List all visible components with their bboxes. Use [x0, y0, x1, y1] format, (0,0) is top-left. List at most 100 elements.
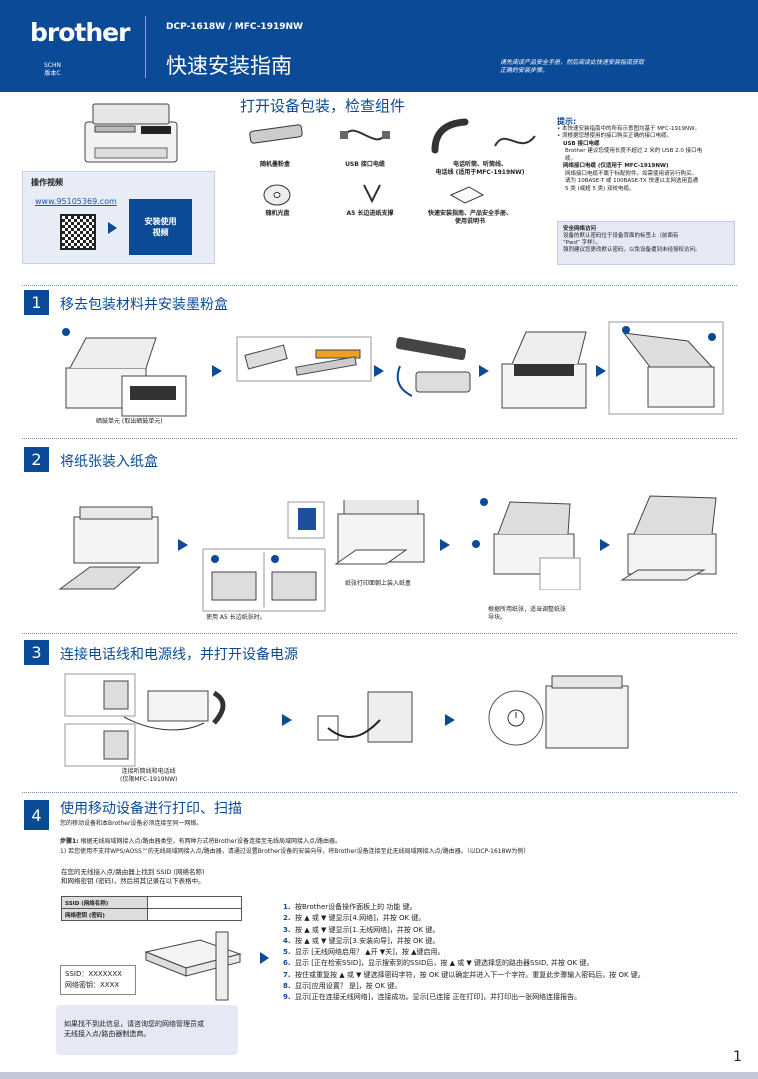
step2-arrow-3 — [600, 539, 610, 551]
step2-caption-a5: 使用 A5 长边纸张时。 — [206, 614, 266, 621]
ssid-table-value-key[interactable] — [147, 908, 242, 921]
step1-number: 1 — [24, 290, 49, 315]
install-video-button-line1: 安装使用 — [144, 217, 177, 226]
tips-net-title: 网络接口电缆 (仅适用于 MFC-1919NW) — [563, 163, 669, 169]
video-link[interactable]: www.95105369.com — [35, 197, 117, 206]
model-names: DCP-1618W / MFC-1919NW — [166, 22, 303, 32]
step2-number: 2 — [24, 447, 49, 472]
manuals-icon — [449, 186, 485, 204]
step1-install-drum-illustration — [501, 331, 587, 409]
step3-caption-line1: 连接听筒线和电话线 — [121, 768, 176, 775]
step4-step1-sub: 1) 若您使用不支持WPS/AOSS™的无线局域网接入点/路由器，请通过设置Br… — [60, 848, 530, 855]
instruction-item: 1.按Brother设备操作面板上的 功能 键。 — [283, 903, 417, 911]
part-label-manuals-line2: 使用说明书 — [454, 218, 485, 225]
version-label: 版本C — [44, 70, 61, 77]
instruction-item: 2.按 ▲ 或 ▼ 键显示[4.网络]，并按 OK 键。 — [283, 914, 426, 923]
step4-subtitle: 您的移动设备和本Brother设备必须连接至同一网络。 — [60, 820, 203, 827]
tips-net-line3: 5 类 (或超 5 类) 双绞电缆。 — [565, 185, 635, 192]
ssid-example: SSID：XXXXXXX — [65, 970, 122, 978]
step4-number: 4 — [24, 800, 49, 830]
step2-adjust-guide-illustration — [472, 498, 581, 590]
step4-find-ssid: 在您的无线接入点/路由器上找到 SSID (网络名称) 和网络密钥 (密码)，然… — [61, 868, 205, 886]
step2-load-paper-illustration — [287, 500, 425, 565]
part-label-handset-line1: 电话听筒、听筒线、 — [452, 161, 507, 168]
security-title: 安全网络访问 — [563, 226, 597, 232]
step2-close-printer-illustration — [620, 495, 717, 581]
key-example: 网络密钥：XXXX — [65, 981, 120, 989]
page-number: 1 — [733, 1049, 742, 1065]
divider-2 — [22, 438, 737, 439]
usb-cable-icon — [340, 129, 390, 141]
header-divider — [145, 16, 146, 78]
divider-3 — [22, 633, 737, 634]
not-found-line1: 如果找不到此信息，请咨询您的网络管理员或 — [64, 1020, 204, 1028]
step1-title: 移去包装材料并安装墨粉盒 — [60, 297, 228, 313]
part-label-manuals-line1: 快速安装指南、产品安全手册、 — [427, 210, 512, 217]
step2-arrow-2 — [440, 539, 450, 551]
tips-usb-line2: 缆。 — [565, 155, 577, 162]
toner-cartridge-icon — [249, 124, 303, 144]
tips-line1: • 本快速安装指南中的所有示意图均基于 MFC-1919NW。 — [557, 125, 701, 132]
part-label-handset-line2: 电话线 (适用于MFC-1919NW) — [435, 169, 525, 176]
step3-caption-line2: (仅限MFC-1919NW) — [120, 776, 178, 783]
step2-pull-tray-illustration — [58, 506, 159, 590]
step4-title: 使用移动设备进行打印、扫描 — [60, 801, 242, 817]
step1-toner-unpack-illustration — [236, 336, 372, 382]
step2-arrow-1 — [178, 539, 188, 551]
tips-panel: 提示: • 本快速安装指南中的所有示意图均基于 MFC-1919NW。 • 须根… — [557, 118, 737, 193]
install-video-button[interactable]: 安装使用 视频 — [129, 199, 192, 255]
step2-a5-support-illustration — [202, 548, 326, 612]
security-line3: 强烈建议您更改默认密码，以免设备遭到未经授权访问。 — [563, 247, 701, 253]
step3-power-on-illustration — [488, 675, 629, 749]
step2-caption-mark: 纸张打印面朝上装入纸盒 — [345, 580, 412, 587]
step1-close-cover-illustration — [608, 321, 724, 415]
security-line2: “Pwd” 字样）。 — [563, 240, 601, 246]
security-line1: 设备的默认密码位于设备背面的标签上（前面有 — [563, 233, 679, 239]
tips-title: 提示: — [557, 117, 577, 126]
a5-support-icon — [363, 184, 381, 204]
ssid-label-example: SSID：XXXXXXX 网络密钥：XXXX — [60, 965, 136, 995]
instruction-item: 3.按 ▲ 或 ▼ 键显示[1.无线网络]，并按 OK 键。 — [283, 925, 440, 934]
step1-arrow-1 — [212, 365, 222, 377]
part-label-cd: 随机光盘 — [265, 210, 290, 217]
step4-find-ssid-line2: 和网络密钥 (密码)，然后将其记录在以下表格中。 — [61, 877, 205, 885]
qr-code-icon — [60, 214, 96, 250]
header-note-line2: 正确的安装步骤。 — [500, 67, 549, 74]
instruction-item: 5.显示 [无线网络启用？ ▲开 ▼关]，按 ▲键启用。 — [283, 948, 445, 957]
brand-logo: brother — [30, 18, 130, 47]
ssid-table: SSID (网络名称) 网络密钥 (密码) — [61, 896, 242, 921]
header-bar — [0, 0, 758, 92]
handset-icon — [431, 118, 536, 154]
language-label: SCHN — [44, 62, 61, 69]
part-label-toner: 随机墨粉盒 — [259, 161, 290, 168]
video-title: 操作视频 — [31, 178, 63, 187]
tips-usb-line1: Brother 建议您使用长度不超过 2 米的 USB 2.0 接口电 — [565, 148, 703, 154]
header-note: 请先阅读产品安全手册，然后阅读此快速安装指南获取 正确的安装步骤。 — [500, 59, 700, 75]
step3-title: 连接电话线和电源线，并打开设备电源 — [60, 647, 298, 663]
step1-arrow-4 — [596, 365, 606, 377]
part-label-manuals: 快速安装指南、产品安全手册、 使用说明书 — [420, 210, 520, 226]
step4-step1: 步骤1: 根据无线局域网接入点/路由器类型，有两种方式将Brother设备连接至… — [60, 838, 341, 846]
step1-arrow-2 — [374, 365, 384, 377]
language-code: SCHN 版本C — [44, 62, 61, 78]
security-panel: 安全网络访问 设备的默认密码位于设备背面的标签上（前面有 “Pwd” 字样）。 … — [557, 221, 735, 265]
tips-usb-title: USB 接口电缆 — [563, 140, 600, 147]
tips-line2: • 须根据您想使用的接口购买正确的接口电缆。 — [557, 133, 672, 139]
ssid-table-header-key: 网络密钥 (密码) — [61, 908, 148, 921]
instruction-item: 9.显示[正在连接无线网络]，连接成功。显示[已连接 正在打印]，并打印出一张网… — [283, 993, 582, 1002]
step3-caption: 连接听筒线和电话线 (仅限MFC-1919NW) — [120, 768, 177, 784]
step1-insert-toner-illustration — [395, 337, 471, 397]
instruction-item: 8.显示[应用设置？ 是]，按 OK 键。 — [283, 982, 402, 991]
ssid-table-header-ssid: SSID (网络名称) — [61, 896, 148, 909]
cd-icon — [263, 184, 291, 206]
step3-power-cord-illustration — [317, 691, 413, 743]
page-title: 快速安装指南 — [166, 54, 292, 78]
not-found-note: 如果找不到此信息，请咨询您的网络管理员或 无线接入点/路由器制造商。 — [56, 1005, 238, 1055]
step4-step1-text: 根据无线局域网接入点/路由器类型，有两种方式将Brother设备连接至无线局域网… — [80, 838, 341, 845]
not-found-line2: 无线接入点/路由器制造商。 — [64, 1030, 151, 1038]
step3-phone-line-illustration — [64, 673, 226, 767]
part-label-handset: 电话听筒、听筒线、 电话线 (适用于MFC-1919NW) — [420, 161, 540, 177]
ssid-table-value-ssid[interactable] — [147, 896, 242, 909]
step3-arrow-1 — [282, 714, 292, 726]
instruction-item: 6.显示 [正在检索SSID]，显示搜索到的SSID后，按 ▲ 或 ▼ 键选择您… — [283, 959, 594, 968]
